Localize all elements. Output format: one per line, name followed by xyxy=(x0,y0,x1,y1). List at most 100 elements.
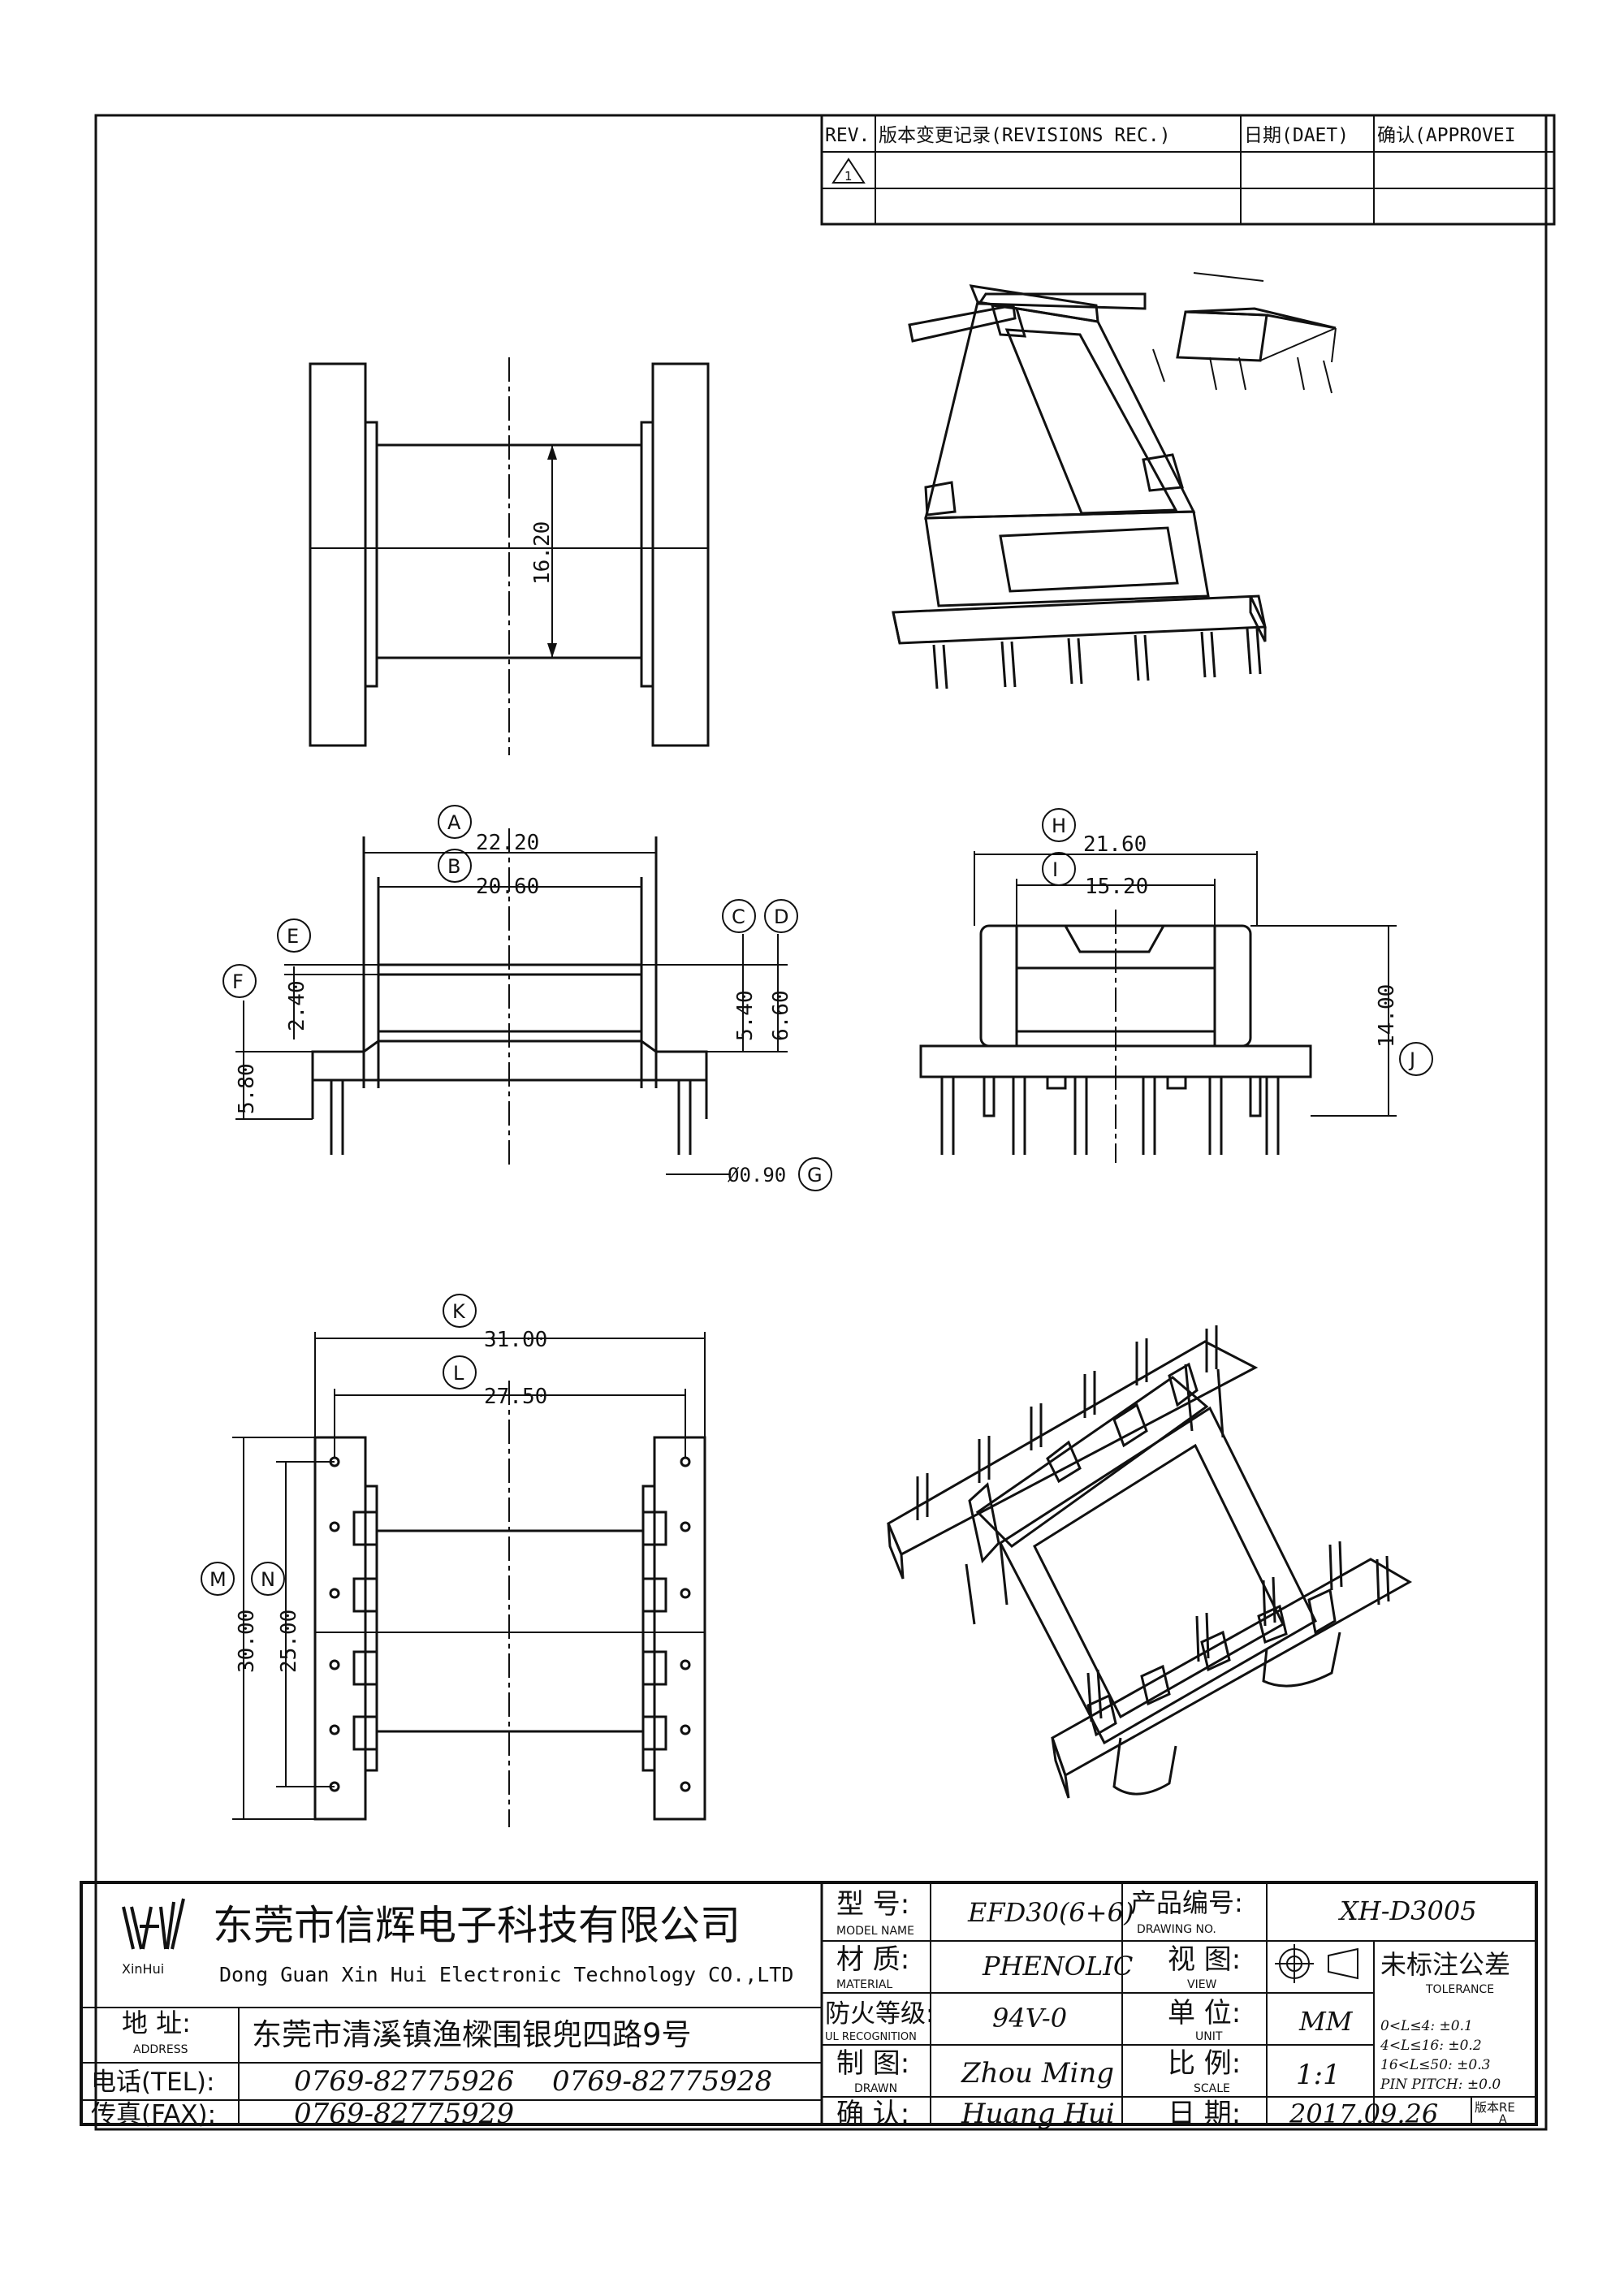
front-view xyxy=(311,828,708,1169)
dim-l: L 27.50 xyxy=(334,1355,686,1458)
dim-f: F 5.80 xyxy=(222,964,313,1120)
company-name-en: Dong Guan Xin Hui Electronic Technology … xyxy=(219,1963,793,1986)
dim-g: Ø0.90 G xyxy=(666,1157,832,1191)
dim-j-value: 14.00 xyxy=(1375,984,1399,1048)
date-header: 日期(DAET) xyxy=(1244,125,1349,146)
material-label: 材 质: xyxy=(836,1943,909,1976)
tel-label: 电话(TEL): xyxy=(91,2068,214,2097)
dim-a-value: 22.20 xyxy=(476,831,539,855)
drawing-no-value: XH-D3005 xyxy=(1337,1895,1477,1926)
dim-d-value: 6.60 xyxy=(769,990,793,1041)
dim-a-label: A xyxy=(447,811,461,834)
dim-i: I 15.20 xyxy=(1016,852,1216,926)
tolerance-label: 未标注公差 xyxy=(1380,1949,1510,1980)
company-name-cn: 东莞市信辉电子科技有限公司 xyxy=(213,1902,741,1949)
ul-label-en: UL RECOGNITION xyxy=(825,2031,917,2043)
material-value: PHENOLIC xyxy=(982,1951,1133,1982)
dim-c-label: C xyxy=(732,905,745,928)
dim-k-value: 31.00 xyxy=(484,1328,547,1352)
revision-number: 1 xyxy=(844,169,853,184)
dim-n-label: N xyxy=(261,1568,275,1591)
dim-f-label: F xyxy=(232,970,244,993)
dim-k: K 31.00 xyxy=(314,1294,706,1437)
dim-c-d: C D 5.40 6.60 xyxy=(641,899,798,1052)
checked-value: Huang Hui xyxy=(961,2098,1115,2130)
drawn-label-en: DRAWN xyxy=(854,2082,897,2095)
tolerance-line-3: 16<L≤50: ±0.3 xyxy=(1380,2057,1490,2073)
drawing-no-label: 产品编号: xyxy=(1130,1887,1243,1918)
dim-m-value: 30.00 xyxy=(235,1610,259,1673)
dim-l-value: 27.50 xyxy=(484,1385,547,1409)
view-label: 视 图: xyxy=(1168,1943,1241,1976)
revisions-header: 版本变更记录(REVISIONS REC.) xyxy=(879,125,1171,146)
material-label-en: MATERIAL xyxy=(836,1978,892,1991)
dim-d-label: D xyxy=(774,905,788,928)
dim-n: N 25.00 xyxy=(251,1461,335,1787)
rev-label: 版本RE xyxy=(1475,2100,1515,2115)
dim-n-value: 25.00 xyxy=(277,1610,301,1673)
scale-value: 1:1 xyxy=(1296,2059,1341,2091)
revision-triangle-icon xyxy=(831,158,866,184)
dim-top-center: 16.20 xyxy=(530,445,557,658)
unit-label-en: UNIT xyxy=(1195,2030,1223,2043)
dim-e-value: 2.40 xyxy=(285,980,309,1031)
scale-label-en: SCALE xyxy=(1194,2082,1230,2095)
dim-b-value: 20.60 xyxy=(476,875,539,899)
dim-c-value: 5.40 xyxy=(733,990,758,1041)
company-logo xyxy=(122,1898,185,1950)
projection-symbol-icon xyxy=(1275,1944,1358,1983)
drawn-value: Zhou Ming xyxy=(961,2057,1114,2090)
isometric-view-top xyxy=(892,272,1337,689)
unit-value: MM xyxy=(1298,2006,1354,2037)
side-view xyxy=(919,910,1312,1163)
dim-h-value: 21.60 xyxy=(1083,832,1147,857)
address-label: 地 址: xyxy=(122,2008,191,2038)
revision-table: REV. 版本变更记录(REVISIONS REC.) 日期(DAET) 确认(… xyxy=(820,114,1556,226)
sheet-frame xyxy=(94,114,1548,2131)
ul-value: 94V-0 xyxy=(992,2003,1067,2034)
dim-f-value: 5.80 xyxy=(235,1063,259,1114)
tolerance-line-4: PIN PITCH: ±0.0 xyxy=(1380,2077,1501,2093)
approve-header: 确认(APPROVEI xyxy=(1377,125,1516,146)
dim-e: E 2.40 xyxy=(277,918,378,1039)
dim-g-value: Ø0.90 xyxy=(728,1164,786,1186)
bottom-view xyxy=(313,1381,706,1827)
top-view xyxy=(309,357,710,755)
tolerance-line-2: 4<L≤16: ±0.2 xyxy=(1380,2038,1482,2054)
logo-text: XinHui xyxy=(122,1961,164,1977)
rev-header: REV. xyxy=(825,125,870,146)
dim-top-center-value: 16.20 xyxy=(530,521,555,585)
unit-label: 单 位: xyxy=(1168,1997,1241,2029)
view-label-en: VIEW xyxy=(1187,1978,1217,1991)
dim-m: M 30.00 xyxy=(201,1437,315,1820)
fax-label: 传真(FAX): xyxy=(91,2100,216,2129)
dim-k-label: K xyxy=(452,1300,466,1323)
dim-h-label: H xyxy=(1052,815,1066,837)
dim-g-label: G xyxy=(807,1164,823,1186)
scale-label: 比 例: xyxy=(1168,2047,1241,2080)
model-value: EFD30(6+6) xyxy=(967,1897,1134,1928)
dim-b-label: B xyxy=(447,855,460,878)
dim-e-label: E xyxy=(287,925,299,948)
date-value: 2017.09.26 xyxy=(1289,2098,1438,2129)
dim-i-label: I xyxy=(1052,858,1058,881)
tel-value-2: 0769-82775928 xyxy=(552,2065,772,2098)
tolerance-label-en: TOLERANCE xyxy=(1425,1983,1494,1996)
drawing-no-label-en: DRAWING NO. xyxy=(1137,1923,1216,1936)
dim-b: B 20.60 xyxy=(378,849,641,899)
title-block: XinHui 东莞市信辉电子科技有限公司 Dong Guan Xin Hui E… xyxy=(80,1881,1538,2130)
dim-i-value: 15.20 xyxy=(1085,875,1148,899)
fax-value: 0769-82775929 xyxy=(294,2098,514,2130)
dim-j-label: J xyxy=(1408,1048,1415,1071)
isometric-view-bottom xyxy=(887,1325,1413,1799)
model-label-en: MODEL NAME xyxy=(836,1925,914,1938)
drawn-label: 制 图: xyxy=(836,2047,909,2080)
model-label: 型 号: xyxy=(836,1888,909,1921)
dim-j: J 14.00 xyxy=(1250,925,1433,1117)
checked-label: 确 认: xyxy=(836,2098,909,2130)
dim-h: H 21.60 xyxy=(974,808,1258,926)
tel-value-1: 0769-82775926 xyxy=(294,2065,514,2098)
rev-value: A xyxy=(1499,2113,1507,2126)
tolerance-line-1: 0<L≤4: ±0.1 xyxy=(1380,2018,1473,2034)
address-label-en: ADDRESS xyxy=(133,2043,188,2056)
